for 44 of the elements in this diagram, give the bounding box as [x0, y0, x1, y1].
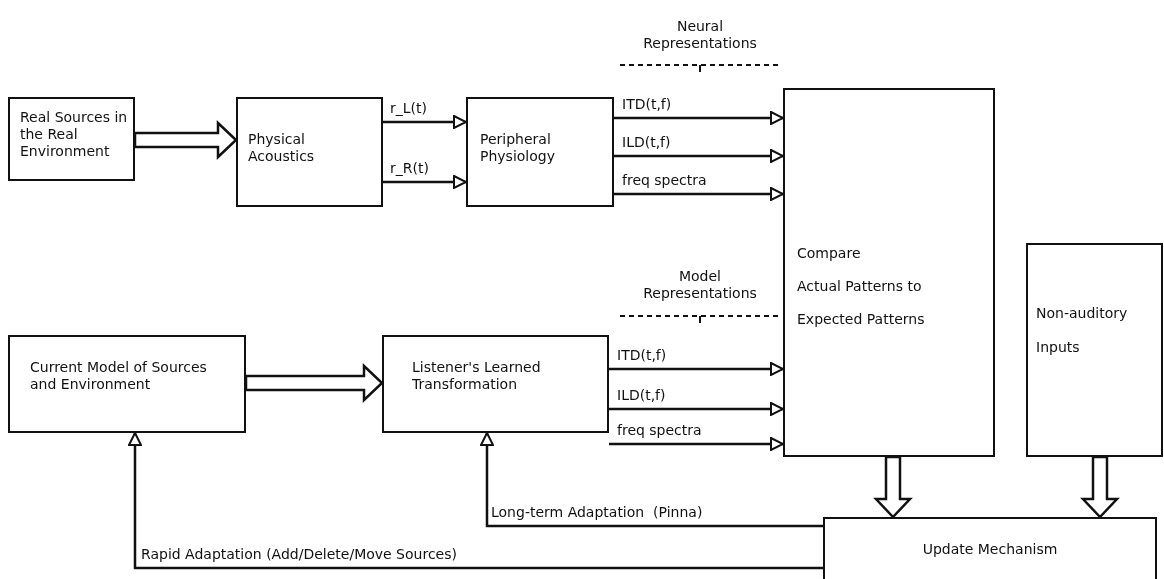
- box-label: Physical Acoustics: [248, 131, 316, 165]
- edge-label: freq spectra: [621, 173, 708, 189]
- edge-label: ILD(t,f): [621, 135, 672, 151]
- edge-label: ITD(t,f): [621, 97, 673, 113]
- block-arrow: [1080, 455, 1120, 519]
- box-label: Real Sources in the Real Environment: [20, 109, 129, 160]
- process-box: [382, 335, 609, 433]
- arrow: [383, 175, 467, 189]
- process-box: [8, 97, 135, 181]
- box-label: Peripheral Physiology: [480, 131, 556, 165]
- edge-label: r_L(t): [389, 101, 428, 117]
- edge-label: freq spectra: [616, 423, 703, 439]
- process-box: [1026, 243, 1163, 457]
- box-label: Current Model of Sources and Environment: [30, 359, 208, 393]
- box-label: Listener's Learned Transformation: [412, 359, 542, 393]
- arrow: [128, 432, 823, 570]
- box-label: Non-auditory Inputs: [1036, 304, 1129, 357]
- edge-label: Rapid Adaptation (Add/Delete/Move Sources): [140, 547, 458, 563]
- arrow: [383, 115, 467, 129]
- block-arrow: [873, 455, 913, 519]
- process-box: [823, 517, 1157, 579]
- arrow: [609, 437, 784, 451]
- arrow: [614, 111, 784, 125]
- annotation-label: Neural Representations: [642, 18, 758, 52]
- box-label: Update Mechanism: [921, 541, 1059, 558]
- process-box: [8, 335, 246, 433]
- arrow: [609, 402, 784, 416]
- process-box: [783, 88, 995, 457]
- arrow: [609, 362, 784, 376]
- arrow: [614, 149, 784, 163]
- arrow: [614, 187, 784, 201]
- box-label: Expected Patterns: [797, 311, 926, 328]
- block-arrow: [133, 120, 238, 160]
- block-arrow: [244, 363, 384, 403]
- process-box: [466, 97, 614, 207]
- edge-label: Long-term Adaptation (Pinna): [490, 505, 704, 521]
- annotation-label: Model Representations: [642, 268, 758, 302]
- edge-label: r_R(t): [389, 161, 430, 177]
- box-label: Actual Patterns to: [797, 278, 923, 295]
- process-box: [236, 97, 383, 207]
- edge-label: ITD(t,f): [616, 348, 668, 364]
- edge-label: ILD(t,f): [616, 388, 667, 404]
- box-label: Compare: [797, 245, 862, 262]
- arrow: [480, 432, 823, 528]
